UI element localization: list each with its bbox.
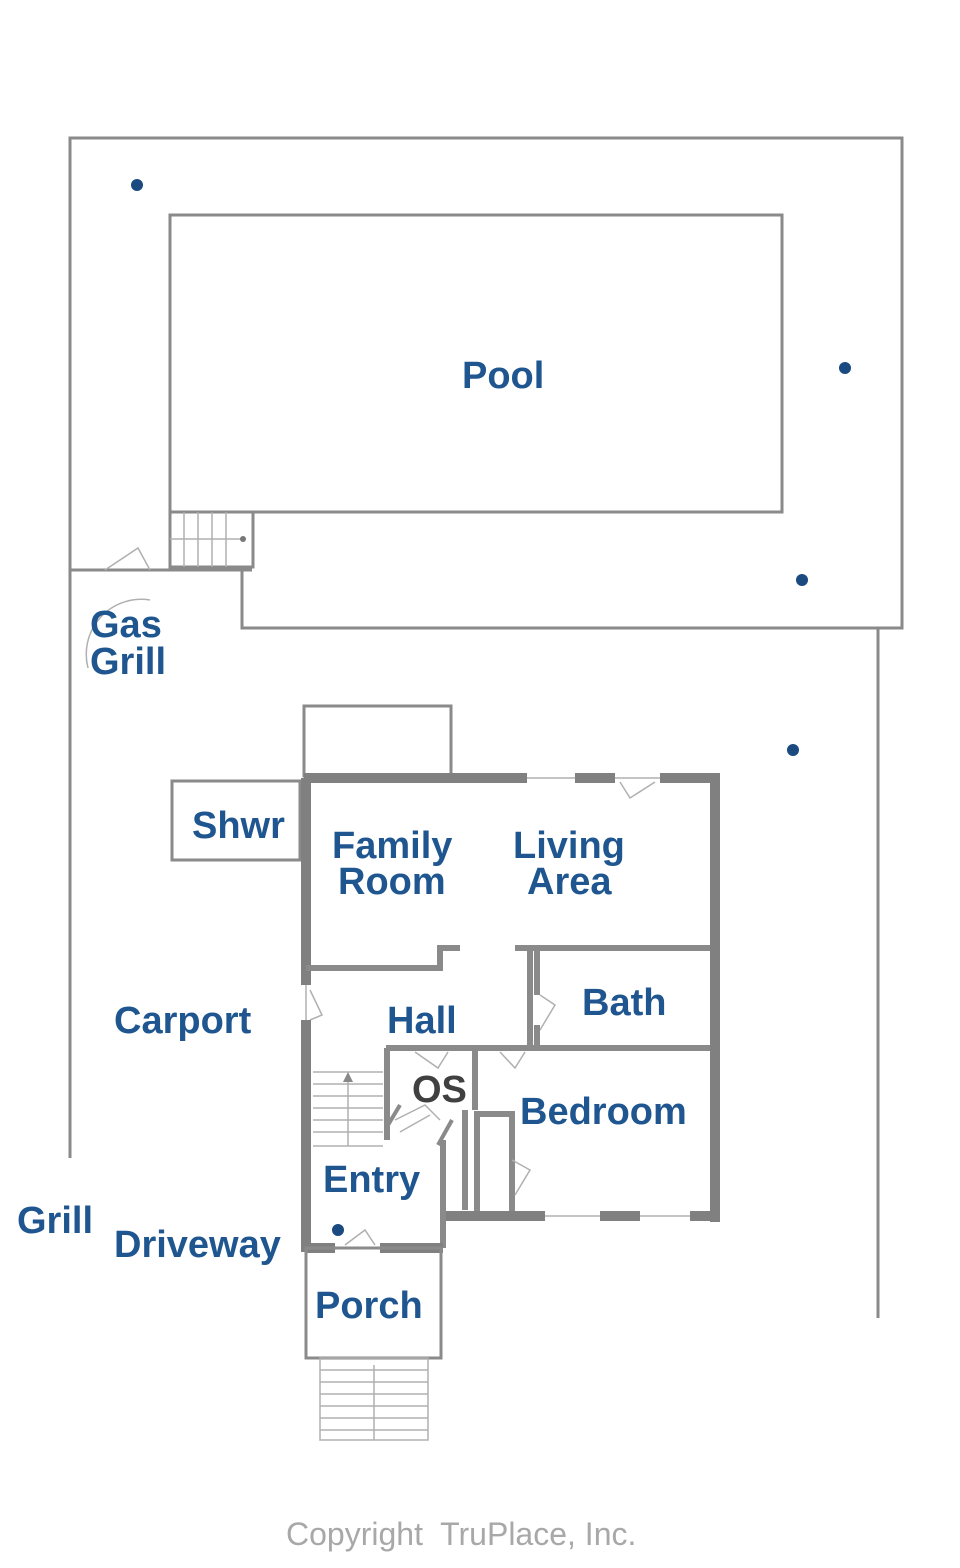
label-porch: Porch [315, 1285, 423, 1327]
copyright: Copyright TruPlace, Inc. [286, 1516, 636, 1552]
label-gas: Gas [90, 604, 162, 646]
label-grill-2: Grill [17, 1200, 93, 1242]
marker-dot [131, 179, 143, 191]
label-living: Living [513, 825, 625, 867]
label-family: Family [332, 825, 452, 867]
label-shwr: Shwr [192, 805, 285, 847]
label-driveway: Driveway [114, 1224, 281, 1266]
interior-stairs [313, 1071, 454, 1147]
label-pool: Pool [462, 355, 544, 397]
marker-dot [839, 362, 851, 374]
pool-steps [168, 510, 255, 569]
label-os: OS [412, 1069, 467, 1111]
porch-stairs [319, 1357, 429, 1441]
gas-grill-arc [85, 598, 151, 669]
shower-box [170, 779, 302, 862]
label-entry: Entry [323, 1159, 420, 1201]
marker-dot [796, 574, 808, 586]
label-bath: Bath [582, 982, 666, 1024]
label-carport: Carport [114, 1000, 252, 1042]
marker-dot [332, 1224, 344, 1236]
label-hall: Hall [387, 1000, 457, 1042]
marker-dot [787, 744, 799, 756]
label-grill: Grill [90, 641, 166, 683]
label-bedroom: Bedroom [520, 1091, 687, 1133]
label-area: Area [527, 861, 612, 903]
upper-box [302, 704, 453, 778]
deck-outline [68, 136, 904, 1318]
pool [168, 213, 784, 514]
label-room: Room [338, 861, 446, 903]
